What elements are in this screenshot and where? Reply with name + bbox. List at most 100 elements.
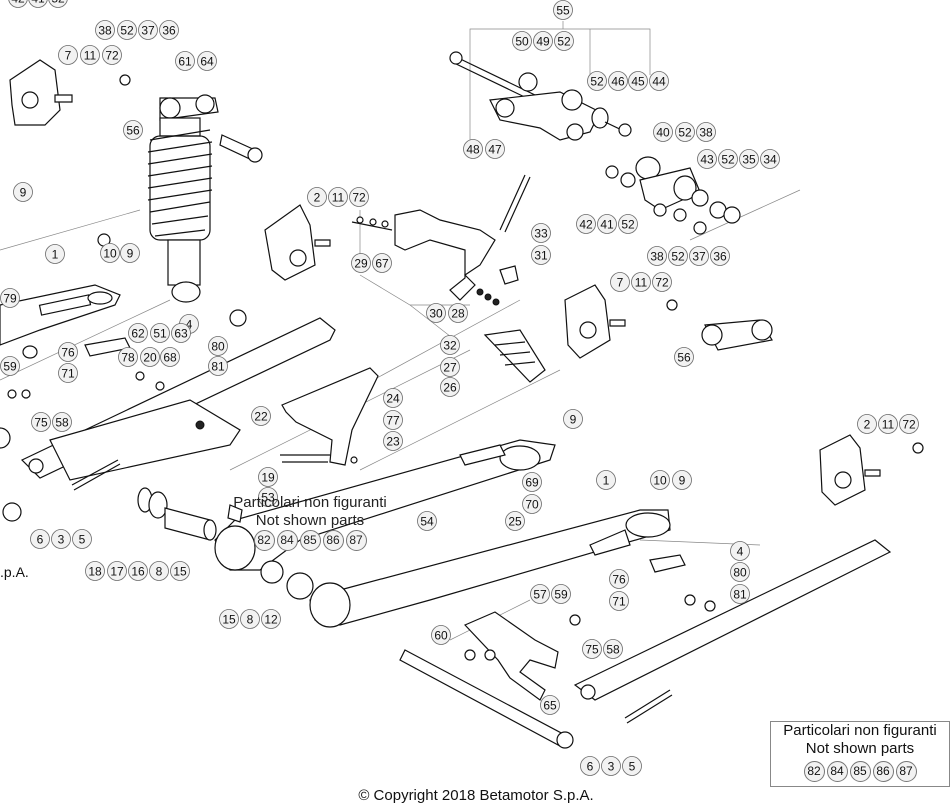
callout-number: 81 — [211, 360, 225, 374]
left-swingarm — [0, 233, 247, 399]
shock-absorber — [147, 94, 263, 303]
callout-75: 75 — [31, 412, 51, 432]
callout-number: 42 — [579, 218, 593, 232]
callout-9: 9 — [13, 182, 33, 202]
callout-23: 23 — [383, 431, 403, 451]
callout-number: 63 — [174, 327, 188, 341]
callout-number: 51 — [153, 327, 167, 341]
inner-legend-number: 82 — [253, 530, 275, 551]
callout-number: 42 — [11, 0, 25, 6]
inner-not-shown-legend: Particolari non figuranti Not shown part… — [222, 494, 398, 551]
callout-number: 52 — [51, 0, 65, 6]
callout-number: 58 — [55, 416, 69, 430]
callout-number: 71 — [61, 367, 75, 381]
callout-number: 34 — [763, 153, 777, 167]
callout-number: 38 — [650, 250, 664, 264]
callout-number: 5 — [79, 533, 86, 547]
callout-number: 10 — [103, 247, 117, 261]
inner-legend-line1: Particolari non figuranti — [233, 494, 387, 511]
callout-38: 38 — [647, 246, 667, 266]
callout-45: 45 — [628, 71, 648, 91]
callout-number: 38 — [98, 24, 112, 38]
callout-number: 70 — [525, 498, 539, 512]
callout-57: 57 — [530, 584, 550, 604]
callout-number: 59 — [554, 588, 568, 602]
callout-58: 58 — [603, 639, 623, 659]
callout-44: 44 — [649, 71, 669, 91]
callout-number: 71 — [612, 595, 626, 609]
chain-guard — [280, 367, 379, 466]
callout-52: 52 — [618, 214, 638, 234]
callout-number: 57 — [533, 588, 547, 602]
callout-2: 2 — [857, 414, 877, 434]
callout-9: 9 — [120, 243, 140, 263]
callout-52: 52 — [675, 122, 695, 142]
callout-32: 32 — [440, 335, 460, 355]
callout-15: 15 — [219, 609, 239, 629]
callout-37: 37 — [138, 20, 158, 40]
callout-65: 65 — [540, 695, 560, 715]
callout-77: 77 — [383, 410, 403, 430]
callout-number: 56 — [126, 124, 140, 138]
callout-number: 32 — [443, 339, 457, 353]
callout-number: 11 — [635, 276, 648, 290]
callout-number: 30 — [429, 307, 443, 321]
callout-number: 52 — [590, 75, 604, 89]
callout-number: 45 — [631, 75, 645, 89]
callout-41: 41 — [28, 0, 48, 8]
callout-3: 3 — [601, 756, 621, 776]
callout-63: 63 — [171, 323, 191, 343]
callout-number: 55 — [556, 4, 570, 18]
callout-8: 8 — [240, 609, 260, 629]
callout-34: 34 — [760, 149, 780, 169]
callout-number: 48 — [466, 143, 480, 157]
callout-number: 18 — [88, 565, 102, 579]
callout-22: 22 — [251, 406, 271, 426]
callout-number: 50 — [515, 35, 529, 49]
callout-38: 38 — [95, 20, 115, 40]
callout-47: 47 — [485, 139, 505, 159]
callout-49: 49 — [533, 31, 553, 51]
legend-number: 85 — [849, 761, 871, 782]
callout-56: 56 — [123, 120, 143, 140]
inner-legend-number: 87 — [345, 530, 367, 551]
legend-number: 86 — [872, 761, 894, 782]
callout-19: 19 — [258, 467, 278, 487]
callout-58: 58 — [52, 412, 72, 432]
callout-69: 69 — [522, 472, 542, 492]
callout-number: 41 — [31, 0, 45, 6]
inner-legend-numbers: 82 84 85 86 87 — [222, 530, 398, 551]
callout-number: 26 — [443, 381, 457, 395]
callout-number: 72 — [105, 49, 119, 63]
chain-guide — [483, 329, 546, 383]
callout-53: 53 — [258, 487, 278, 507]
callout-number: 15 — [173, 565, 187, 579]
callout-number: 72 — [655, 276, 669, 290]
callout-72: 72 — [899, 414, 919, 434]
callout-30: 30 — [426, 303, 446, 323]
callout-number: 38 — [699, 126, 713, 140]
callout-number: 27 — [443, 361, 457, 375]
callout-number: 60 — [434, 629, 448, 643]
callout-41: 41 — [597, 214, 617, 234]
callout-20: 20 — [140, 347, 160, 367]
callout-number: 1 — [52, 248, 59, 262]
inner-legend-line2: Not shown parts — [255, 512, 365, 529]
callout-number: 79 — [3, 292, 17, 306]
callout-56: 56 — [674, 347, 694, 367]
right-chain-slider — [573, 539, 892, 724]
callout-67: 67 — [372, 253, 392, 273]
callout-8: 8 — [149, 561, 169, 581]
callout-number: 59 — [3, 360, 17, 374]
callout-79: 79 — [0, 288, 20, 308]
callout-number: 36 — [713, 250, 727, 264]
callout-9: 9 — [563, 409, 583, 429]
callout-1: 1 — [45, 244, 65, 264]
callout-number: 6 — [37, 533, 44, 547]
far-right-bracket — [819, 434, 924, 506]
callout-11: 11 — [631, 272, 651, 292]
callout-10: 10 — [650, 470, 670, 490]
callout-71: 71 — [609, 591, 629, 611]
callout-48: 48 — [463, 139, 483, 159]
callout-number: 52 — [678, 126, 692, 140]
